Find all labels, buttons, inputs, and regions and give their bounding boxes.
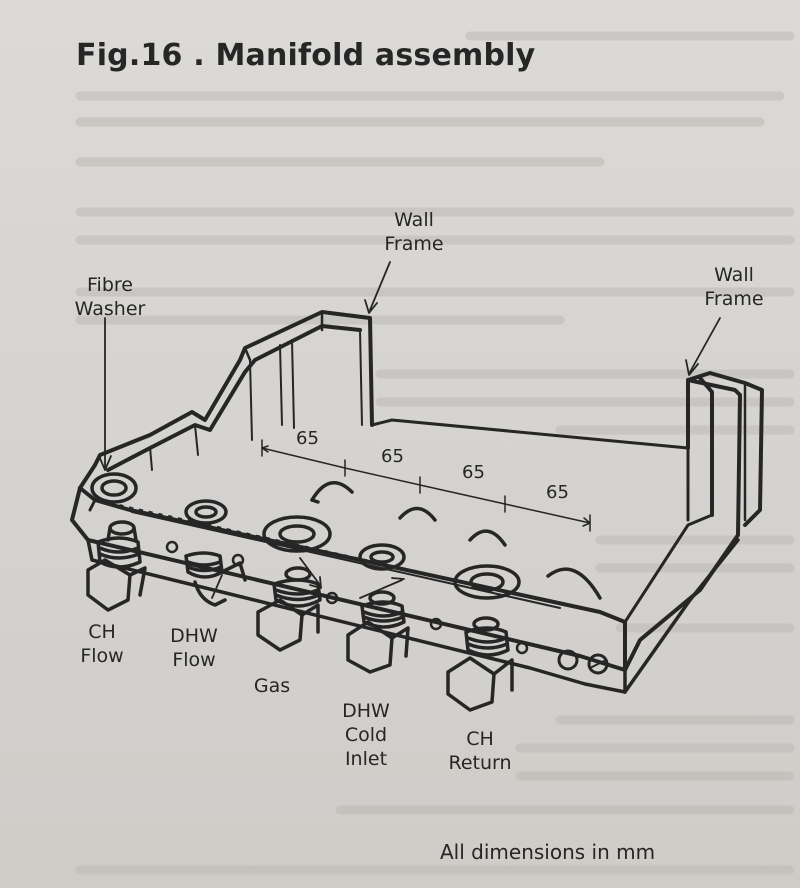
valve-dhw-flow (184, 551, 247, 607)
valve-ch-flow (86, 520, 179, 612)
valve-ch-return (446, 616, 529, 712)
label-dhw-flow: DHW Flow (170, 625, 218, 671)
label-dhw-cold-inlet: DHW Cold Inlet (342, 700, 390, 770)
valve-gas (256, 566, 339, 652)
label-ch-flow: CH Flow (80, 621, 124, 667)
label-wall-frame-left: Wall Frame (384, 209, 444, 255)
label-ch-return: CH Return (448, 728, 512, 774)
label-wall-frame-right: Wall Frame (704, 264, 764, 310)
dimension-label-2: 65 (381, 446, 404, 467)
callout-arrows (98, 261, 721, 599)
dimensions-note: All dimensions in mm (440, 840, 656, 864)
dimension-label-1: 65 (296, 428, 319, 449)
right-wall-frame (557, 371, 764, 694)
figure-title: Fig.16 . Manifold assembly (76, 38, 536, 73)
dimension-label-4: 65 (546, 482, 569, 503)
left-wall-frame (93, 310, 374, 472)
dimension-lines (261, 439, 591, 532)
arch-cutouts (310, 481, 602, 600)
label-gas: Gas (253, 675, 291, 697)
label-fibre-washer: Fibre Washer (74, 274, 146, 320)
dimension-label-3: 65 (462, 462, 485, 483)
valve-dhw-cold-inlet (346, 590, 443, 674)
fibre-washers (90, 472, 521, 600)
